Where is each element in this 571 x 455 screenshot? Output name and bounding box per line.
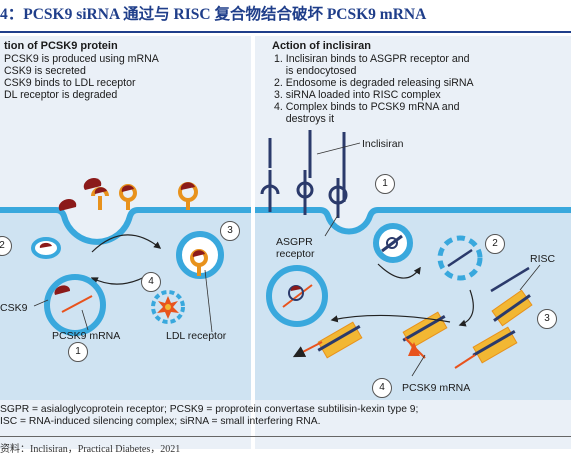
pcsk9-mrna-label-left: PCSK9 mRNA [52, 330, 121, 342]
ldl-receptor-label: LDL receptor [166, 330, 227, 342]
right-step-1a: 1. Inclisiran binds to ASGPR receptor an… [274, 53, 470, 65]
footnote-line-2: ISC = RNA-induced silencing complex; siR… [0, 416, 321, 427]
left-step-3: CSK9 binds to LDL receptor [4, 77, 136, 89]
right-step-4a: 4. Complex binds to PCSK9 mRNA and [274, 101, 460, 113]
right-marker-2: 2 [485, 234, 505, 254]
right-marker-1: 1 [375, 174, 395, 194]
left-panel-title: tion of PCSK9 protein [4, 40, 118, 52]
risc-label: RISC [530, 253, 556, 265]
left-marker-4: 4 [141, 272, 161, 292]
panel-divider [251, 36, 255, 449]
degraded-endosome [437, 235, 483, 281]
right-marker-3: 3 [537, 309, 557, 329]
source-rule [0, 436, 571, 437]
left-cell [0, 178, 251, 400]
figure-title: 4：PCSK9 siRNA 通过与 RISC 复合物结合破坏 PCSK9 mRN… [0, 6, 427, 23]
risc-complex [490, 264, 541, 327]
secretory-vesicle [31, 237, 61, 259]
pcsk9-label: CSK9 [0, 302, 28, 314]
endosome-ldl [176, 231, 224, 279]
pcsk9-protein-free [58, 178, 102, 211]
receptor-label: receptor [276, 248, 315, 260]
mrna-vesicle [44, 274, 106, 336]
nucleus-mrna [266, 265, 328, 327]
footnote-line-1: SGPR = asialoglycoprotein receptor; PCSK… [0, 404, 419, 415]
ldl-receptor-bound [91, 182, 198, 210]
right-marker-4: 4 [372, 378, 392, 398]
pcsk9-mrna-label-right: PCSK9 mRNA [402, 382, 471, 394]
right-cell [255, 130, 571, 400]
lysosome-degradation [151, 290, 185, 324]
left-step-4: DL receptor is degraded [4, 89, 118, 101]
source-note: 资料：Inclisiran，Practical Diabetes，2021 [0, 444, 181, 455]
asgpr-receptor-group [260, 130, 348, 218]
right-step-1b: is endocytosed [274, 65, 357, 77]
title-rule [0, 31, 571, 33]
right-step-2: 2. Endosome is degraded releasing siRNA [274, 77, 474, 89]
left-marker-1: 1 [68, 342, 88, 362]
right-step-4b: destroys it [274, 113, 335, 125]
right-step-3: 3. siRNA loaded into RISC complex [274, 89, 441, 101]
left-step-1: PCSK9 is produced using mRNA [4, 53, 159, 65]
left-step-2: CSK9 is secreted [4, 65, 86, 77]
asgpr-label: ASGPR [276, 236, 313, 248]
inclisiran-label: Inclisiran [362, 138, 404, 150]
left-marker-3: 3 [220, 221, 240, 241]
risc-mrna-binding [292, 311, 518, 377]
endosome-sirna [373, 223, 413, 263]
right-panel-title: Action of inclisiran [272, 40, 372, 52]
